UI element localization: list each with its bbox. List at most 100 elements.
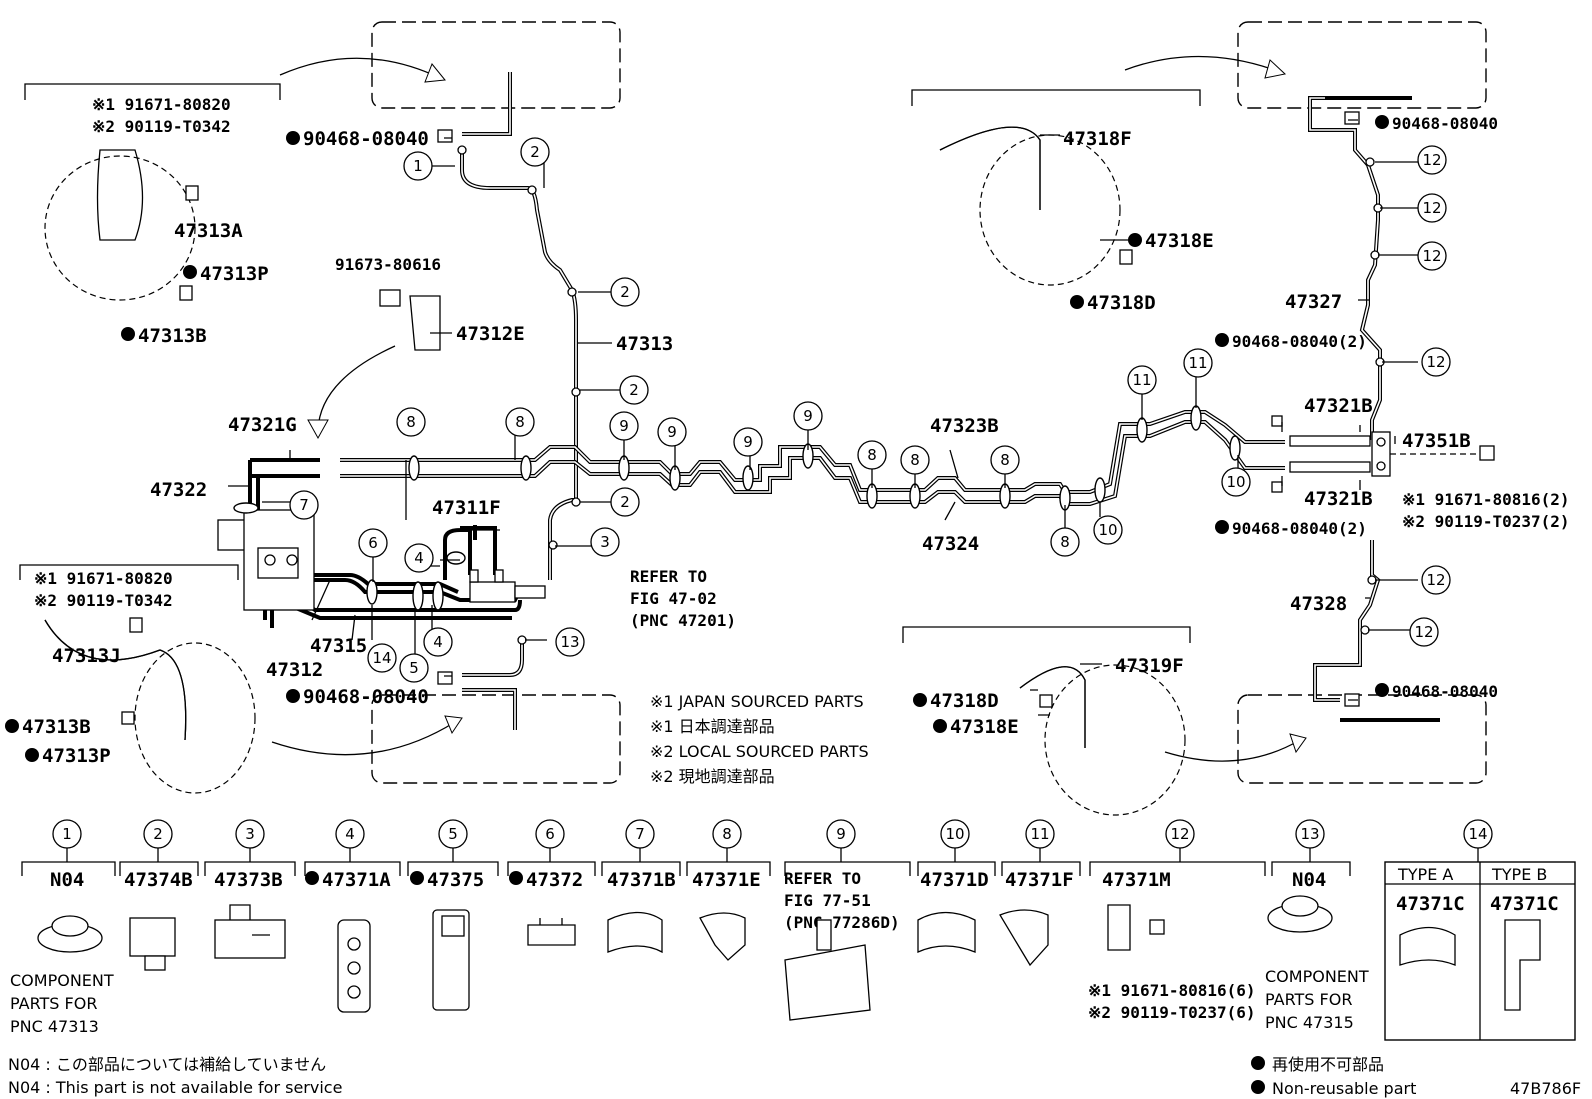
label-47318D-lower: 47318D [930, 690, 999, 712]
legend-part-8: 47371E [692, 869, 761, 891]
label-47313P: 47313P [200, 263, 269, 285]
label-47311F: 47311F [432, 497, 501, 519]
callout-1: 1 [403, 151, 433, 181]
legend-callout-13: 13 [1295, 819, 1325, 849]
svg-text:9: 9 [803, 407, 813, 425]
callout-5: 5 [399, 653, 429, 683]
footer-n04-en: N04 : This part is not available for ser… [8, 1078, 342, 1097]
callout-8: 8 [1050, 527, 1080, 557]
svg-text:14: 14 [1468, 825, 1487, 843]
svg-text:12: 12 [1422, 151, 1441, 169]
legend-desc-9-2: (PNC 77286D) [784, 913, 900, 932]
connector-47351B [1271, 415, 1495, 493]
ref-code-left-top-1: ※1 91671-80820 [92, 95, 231, 114]
label-47313J: 47313J [52, 645, 121, 667]
hose-ellipse-left-top [44, 155, 196, 301]
callout-9: 9 [793, 401, 823, 431]
label-47321B-top: 47321B [1304, 395, 1373, 417]
ref-code-left-bottom-1: ※1 91671-80820 [34, 569, 173, 588]
legend-desc-1-3: PNC 47313 [10, 1017, 99, 1036]
callout-13: 13 [555, 627, 585, 657]
detail-frame-top-left [371, 21, 621, 109]
label-47313B: 47313B [138, 325, 207, 347]
footer-n04-jp: N04 : この部品については補給していません [8, 1055, 326, 1074]
svg-text:4: 4 [414, 549, 424, 567]
master-cylinder [217, 509, 546, 611]
callout-8: 8 [505, 407, 535, 437]
legend-part-icons [37, 895, 1541, 1021]
ref-code-right-1: ※1 91671-80816(2) [1402, 490, 1570, 509]
clamp-markers [233, 405, 1241, 611]
svg-text:6: 6 [545, 825, 555, 843]
callout-12: 12 [1417, 145, 1447, 175]
label-47324: 47324 [922, 533, 979, 555]
callout-8: 8 [396, 407, 426, 437]
hose-ellipse-right-top [979, 134, 1121, 286]
callout-9: 9 [657, 417, 687, 447]
callout-4: 4 [404, 543, 434, 573]
svg-text:8: 8 [1000, 451, 1010, 469]
legend-part-13: N04 [1292, 869, 1326, 891]
legend-desc-13-1: COMPONENT [1265, 967, 1369, 986]
label-47322: 47322 [150, 479, 207, 501]
note-local-sourced-jp: ※2 現地調達部品 [650, 767, 775, 786]
callouts: 1 2 2 2 2 3 4 4 5 6 7 8 8 8 8 8 8 9 9 9 … [289, 137, 1451, 683]
legend-callout-8: 8 [712, 819, 742, 849]
callout-6: 6 [358, 528, 388, 558]
nonreusable-dot [410, 871, 424, 885]
legend-callout-4: 4 [335, 819, 365, 849]
svg-text:10: 10 [1098, 521, 1117, 539]
svg-text:8: 8 [406, 413, 416, 431]
nonreusable-dot [1215, 333, 1229, 347]
nonreusable-dot [286, 131, 300, 145]
svg-text:12: 12 [1422, 247, 1441, 265]
callout-10: 10 [1221, 467, 1251, 497]
svg-text:1: 1 [413, 157, 423, 175]
bracket-frame-right-top [911, 89, 1201, 106]
nonreusable-dot [121, 327, 135, 341]
note-local-sourced: ※2 LOCAL SOURCED PARTS [650, 742, 869, 761]
svg-text:8: 8 [515, 413, 525, 431]
svg-text:7: 7 [299, 496, 309, 514]
svg-text:2: 2 [153, 825, 163, 843]
callout-14: 14 [367, 643, 397, 673]
callout-3: 3 [590, 527, 620, 557]
legend-part-1: N04 [50, 869, 84, 891]
nonreusable-dot [913, 693, 927, 707]
svg-text:12: 12 [1170, 825, 1189, 843]
hose-ellipse-left-bottom [134, 642, 256, 794]
svg-text:4: 4 [345, 825, 355, 843]
legend-desc-12-1: ※1 91671-80816(6) [1088, 981, 1256, 1000]
svg-text:12: 12 [1414, 623, 1433, 641]
svg-text:8: 8 [722, 825, 732, 843]
svg-text:11: 11 [1030, 825, 1049, 843]
callout-9: 9 [733, 427, 763, 457]
label-47323B: 47323B [930, 415, 999, 437]
callout-2: 2 [610, 487, 640, 517]
svg-text:9: 9 [743, 433, 753, 451]
joint-dots [457, 145, 1385, 645]
legend-desc-1-1: COMPONENT [10, 971, 114, 990]
label-47318F: 47318F [1063, 128, 1132, 150]
callout-2: 2 [619, 375, 649, 405]
label-90468-x2-bottom: 90468-08040(2) [1232, 519, 1367, 538]
nonreusable-dot [1215, 520, 1229, 534]
callout-9: 9 [609, 411, 639, 441]
legend-part-2: 47374B [124, 869, 193, 891]
label-47315: 47315 [310, 635, 367, 657]
svg-text:2: 2 [620, 493, 630, 511]
svg-text:4: 4 [433, 633, 443, 651]
legend-part-10: 47371D [920, 869, 989, 891]
svg-text:1: 1 [62, 825, 72, 843]
label-90468-top-left: 90468-08040 [303, 128, 429, 150]
detail-frame-bottom-left [371, 694, 621, 784]
nonreusable-dot [933, 719, 947, 733]
svg-text:2: 2 [620, 283, 630, 301]
nonreusable-dot [1070, 295, 1084, 309]
legend-part-12: 47371M [1102, 869, 1171, 891]
sourcing-notes: ※1 JAPAN SOURCED PARTS ※1 日本調達部品 ※2 LOCA… [650, 692, 869, 786]
svg-text:8: 8 [910, 451, 920, 469]
nonreusable-dot [305, 871, 319, 885]
callout-10: 10 [1093, 515, 1123, 545]
label-47313B-lower: 47313B [22, 716, 91, 738]
